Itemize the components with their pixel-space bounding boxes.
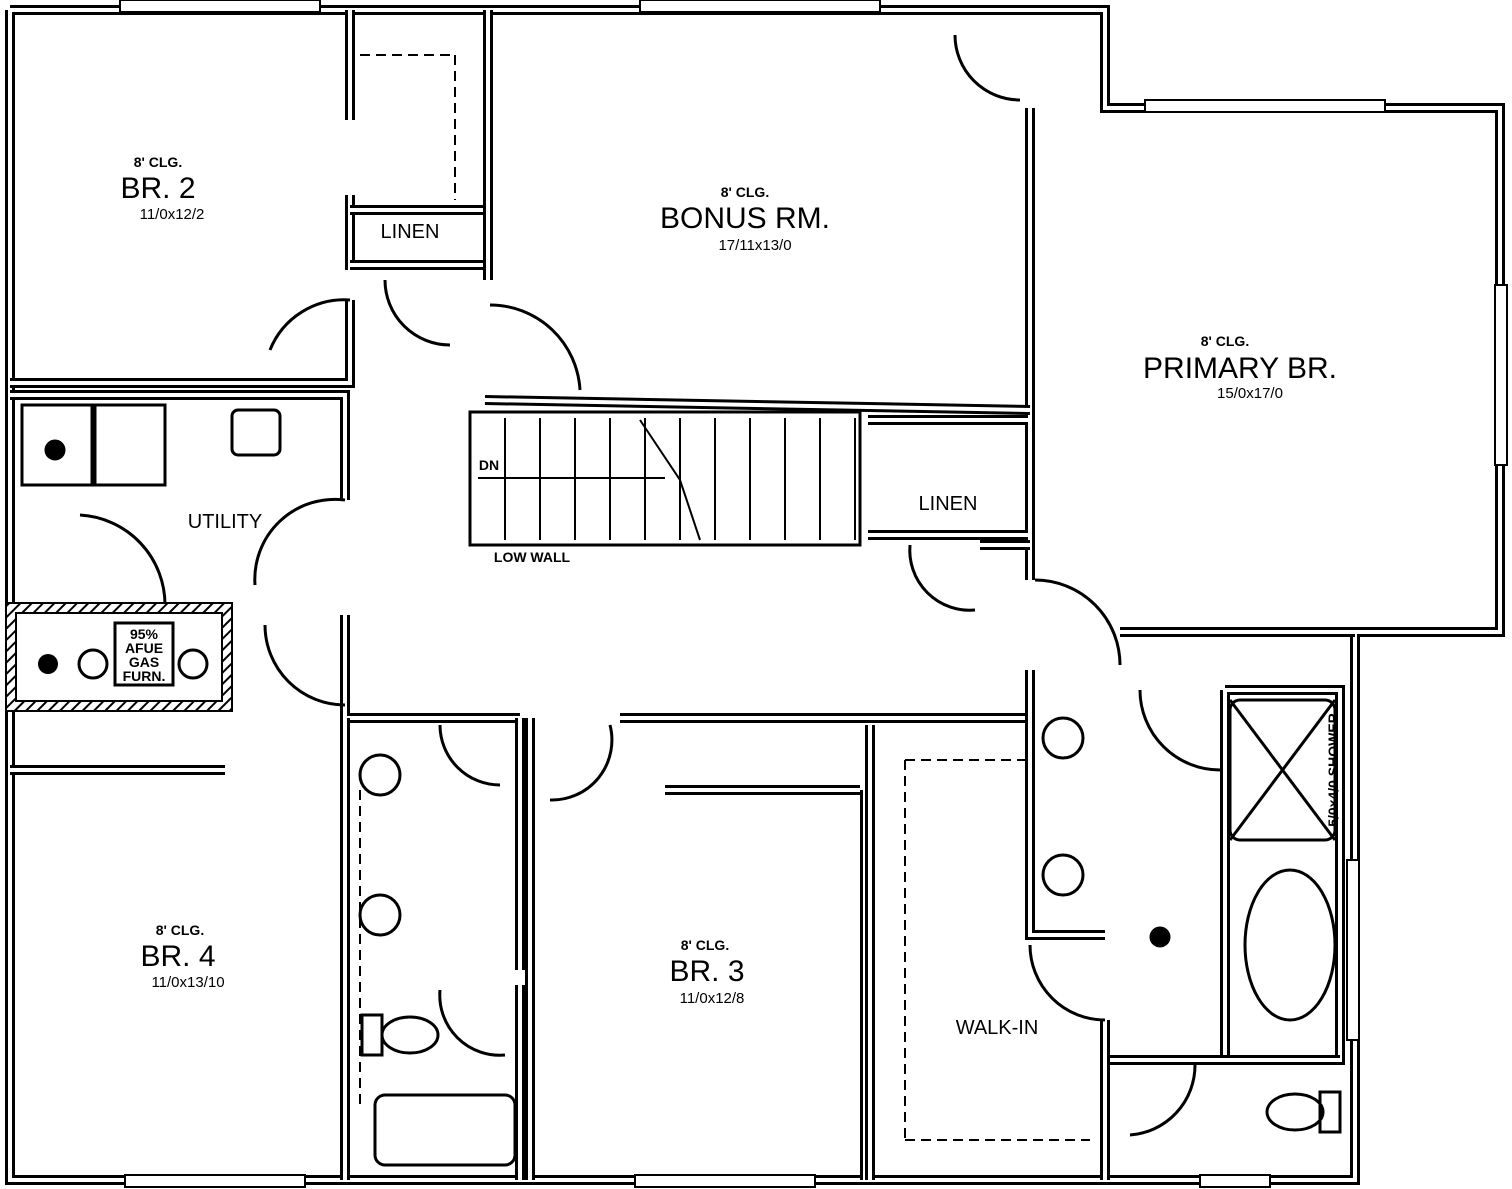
furnace-room	[5, 602, 233, 712]
walkin-label: WALK-IN	[956, 1017, 1039, 1039]
toilet-tank	[360, 1013, 384, 1057]
toilet	[380, 1015, 440, 1055]
br2-name: BR. 2	[120, 172, 195, 205]
door-swing	[268, 298, 351, 351]
dryer	[93, 403, 167, 487]
primary-name: PRIMARY BR.	[1143, 352, 1337, 385]
furnace-text-2: AFUE	[125, 640, 163, 656]
linen-label-1: LINEN	[381, 221, 440, 243]
furnace-text-1: 95%	[130, 626, 159, 642]
window	[124, 1174, 306, 1188]
shower-x	[1228, 699, 1337, 841]
shower	[1228, 698, 1337, 842]
wall-fill	[343, 615, 520, 720]
br2-ceiling: 8' CLG.	[134, 154, 182, 170]
wall-fill	[8, 8, 1502, 1182]
bonus-size: 17/11x13/0	[718, 237, 791, 254]
wall	[1220, 685, 1345, 1065]
door-swing	[953, 34, 1021, 102]
primary-size: 15/0x17/0	[1217, 385, 1283, 402]
br3-size: 11/0x12/8	[680, 990, 745, 1007]
bathtub	[373, 1093, 517, 1167]
fixtures	[20, 34, 1342, 1167]
toilet-tank	[1318, 1090, 1342, 1134]
bonus-ceiling: 8' CLG.	[721, 184, 769, 200]
walls	[5, 0, 1508, 1188]
window	[639, 0, 881, 13]
sink	[358, 753, 402, 797]
br4-ceiling: 8' CLG.	[156, 922, 204, 938]
door-swing	[253, 497, 346, 586]
wall-fill	[1028, 670, 1105, 937]
stair	[468, 410, 862, 547]
shower-label: 5/0x4/0 SHOWER	[1325, 713, 1341, 827]
stair-direction: DN	[479, 457, 499, 473]
sink	[358, 893, 402, 937]
wall-fill	[10, 393, 347, 500]
tub	[1243, 868, 1337, 1022]
door-swing	[79, 513, 167, 606]
door-swing	[383, 279, 451, 347]
door-swing	[549, 724, 614, 802]
br3-ceiling: 8' CLG.	[681, 937, 729, 953]
door-swing	[908, 544, 976, 612]
br2-size: 11/0x12/2	[140, 206, 205, 223]
linen-label-2: LINEN	[919, 493, 978, 515]
br4-name: BR. 4	[140, 940, 215, 973]
window	[1494, 284, 1508, 466]
door-swing	[1129, 1064, 1197, 1137]
utility-sink	[230, 408, 282, 457]
sink	[1041, 716, 1085, 760]
door-swing	[438, 724, 501, 787]
wall	[340, 615, 520, 723]
window	[1144, 99, 1386, 113]
br3-name: BR. 3	[669, 955, 744, 988]
floor-drain	[1149, 926, 1171, 948]
window	[1199, 1174, 1271, 1188]
door-swing	[263, 624, 346, 707]
floor-drain	[44, 439, 66, 461]
wall-fill	[1223, 688, 1342, 1062]
furnace-text-4: FURN.	[123, 668, 166, 684]
low-wall-note: LOW WALL	[494, 549, 571, 565]
door-swing	[1138, 689, 1221, 772]
washer	[20, 403, 94, 487]
sink	[1041, 853, 1085, 897]
door-swing	[1034, 578, 1122, 666]
window	[634, 1174, 816, 1188]
wall-fill	[484, 398, 1031, 412]
window	[1346, 859, 1360, 1041]
primary-ceiling: 8' CLG.	[1201, 333, 1249, 349]
bonus-name: BONUS RM.	[660, 202, 830, 235]
door-swing	[438, 989, 506, 1057]
utility-label: UTILITY	[188, 511, 262, 533]
door-swing	[489, 303, 582, 391]
stair-break	[639, 419, 701, 541]
toilet	[1265, 1092, 1325, 1132]
br4-size: 11/0x13/10	[151, 974, 224, 991]
door-swing	[1028, 944, 1106, 1022]
window	[119, 0, 321, 13]
wall-fill	[10, 300, 352, 385]
furnace-text-3: GAS	[129, 654, 159, 670]
